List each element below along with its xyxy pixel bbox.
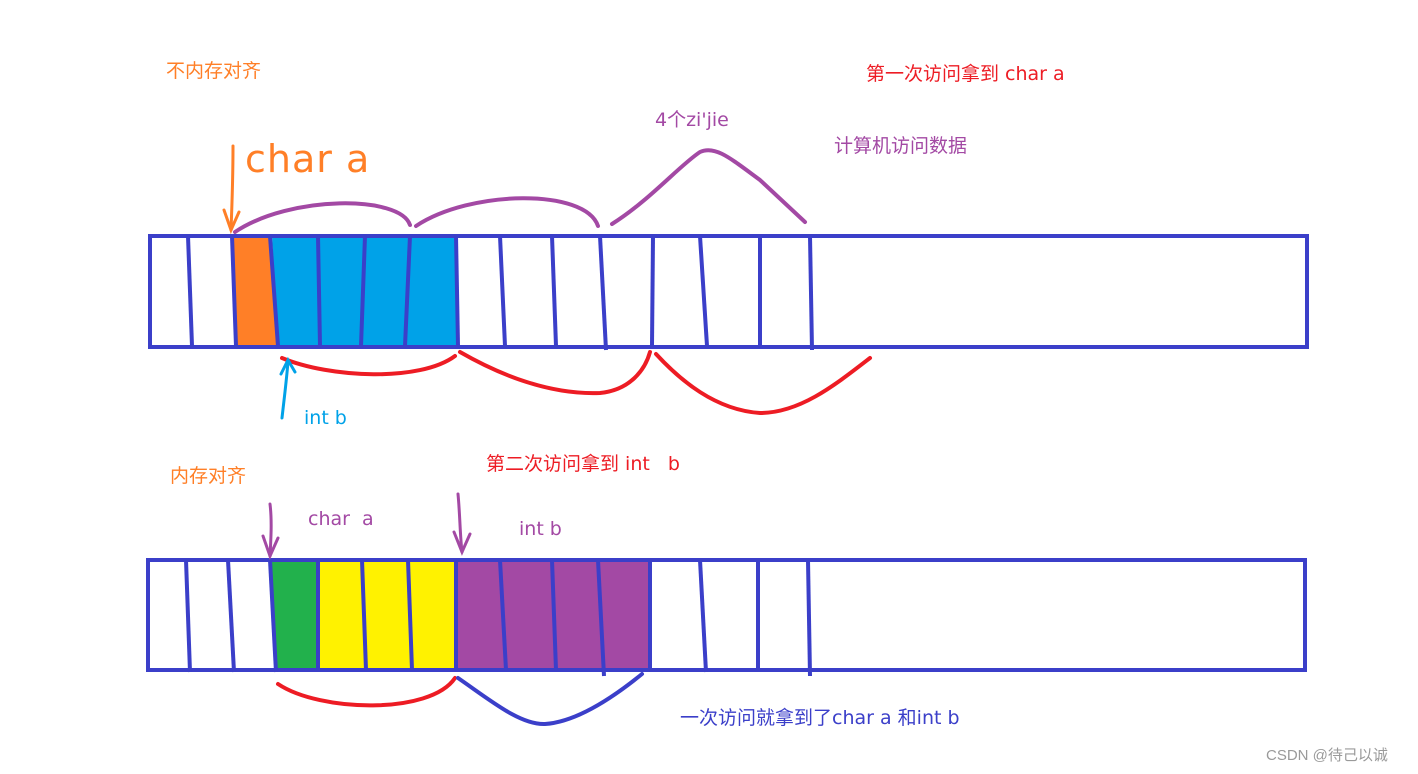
bottom-cell-dividers xyxy=(184,559,812,677)
top-int-b-label: int b xyxy=(304,407,347,429)
bottom-strip-frame xyxy=(146,558,1307,672)
top-char-a-arrow xyxy=(222,144,241,235)
bottom-heading: 内存对齐 xyxy=(170,465,247,487)
bottom-access-note: 第二次访问拿到 int b xyxy=(486,453,680,475)
top-cell-dividers xyxy=(186,235,814,351)
bottom-result-note: 一次访问就拿到了char a 和int b xyxy=(680,707,960,729)
top-memory-strip xyxy=(148,234,1309,351)
top-access-arcs xyxy=(233,148,807,234)
top-chunk-label: 4个zi'jie xyxy=(655,109,729,131)
top-char-a-cell xyxy=(232,236,278,346)
bottom-char-a-cell xyxy=(270,560,318,670)
bottom-int-b-label: int b xyxy=(519,518,562,540)
top-access-note: 第一次访问拿到 char a xyxy=(866,63,1065,85)
bottom-char-a-label: char a xyxy=(308,508,374,530)
top-char-a-handwritten-label: char a xyxy=(245,137,371,181)
watermark: CSDN @待己以诚 xyxy=(1266,747,1388,764)
top-heading: 不内存对齐 xyxy=(166,60,262,82)
top-strip-frame xyxy=(148,234,1309,349)
bottom-read-arcs xyxy=(276,672,644,727)
bottom-pointer-arrows xyxy=(261,492,472,561)
top-computer-note: 计算机访问数据 xyxy=(834,135,968,157)
top-read-arcs xyxy=(280,350,872,416)
bottom-padding-cells xyxy=(318,560,456,670)
bottom-memory-strip xyxy=(146,558,1307,677)
top-int-b-arrow xyxy=(279,356,297,420)
